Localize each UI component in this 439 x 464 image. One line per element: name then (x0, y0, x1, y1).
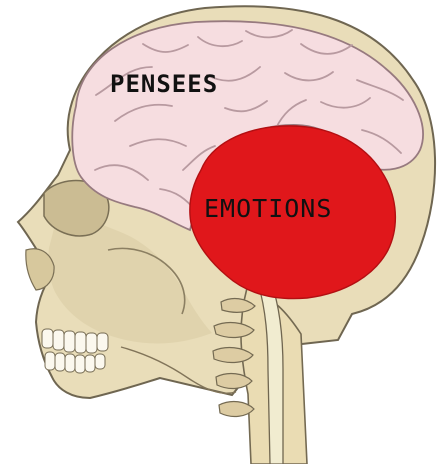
emotions-label: EMOTIONS (204, 194, 332, 223)
thoughts-label: PENSEES (110, 70, 218, 98)
